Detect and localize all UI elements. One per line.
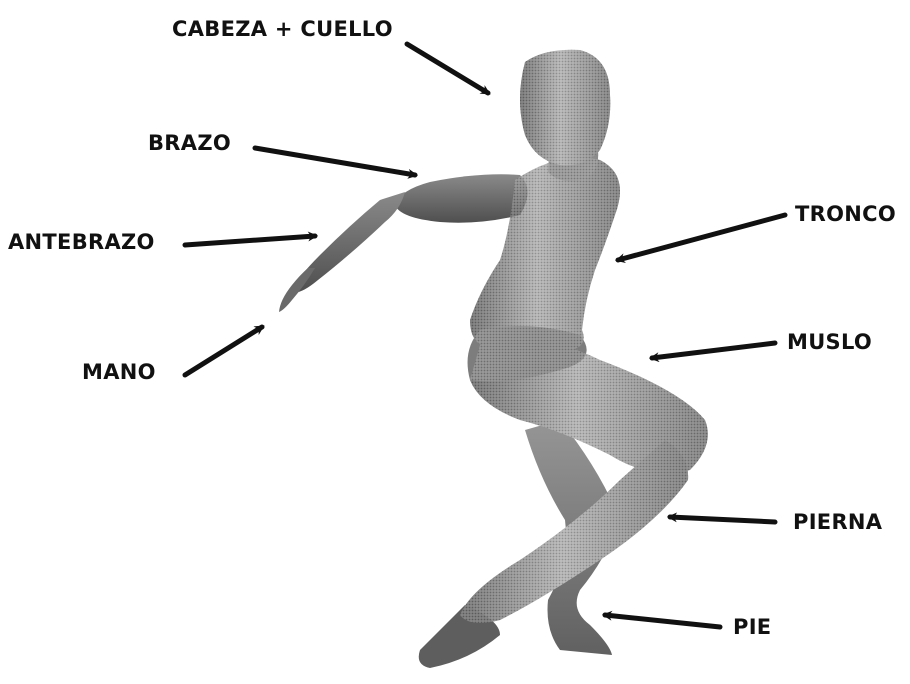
arrow-tronco <box>618 215 785 260</box>
arrow-muslo <box>652 343 775 358</box>
label-muslo: MUSLO <box>787 332 872 353</box>
label-pie: PIE <box>733 617 771 638</box>
upper-arm-shape <box>395 174 528 222</box>
arrow-cabeza-cuello <box>407 44 488 93</box>
label-tronco: TRONCO <box>795 204 896 225</box>
arrow-pie <box>605 615 720 627</box>
arrow-antebrazo <box>185 236 315 245</box>
hand-shape <box>279 268 315 312</box>
label-cabeza-cuello: CABEZA + CUELLO <box>172 19 393 40</box>
label-antebrazo: ANTEBRAZO <box>8 232 155 253</box>
arrow-pierna <box>670 517 775 522</box>
label-brazo: BRAZO <box>148 133 231 154</box>
arrow-brazo <box>255 148 415 175</box>
label-pierna: PIERNA <box>793 512 882 533</box>
label-mano: MANO <box>82 362 156 383</box>
arrow-mano <box>185 327 262 375</box>
mannequin-figure <box>279 50 708 668</box>
